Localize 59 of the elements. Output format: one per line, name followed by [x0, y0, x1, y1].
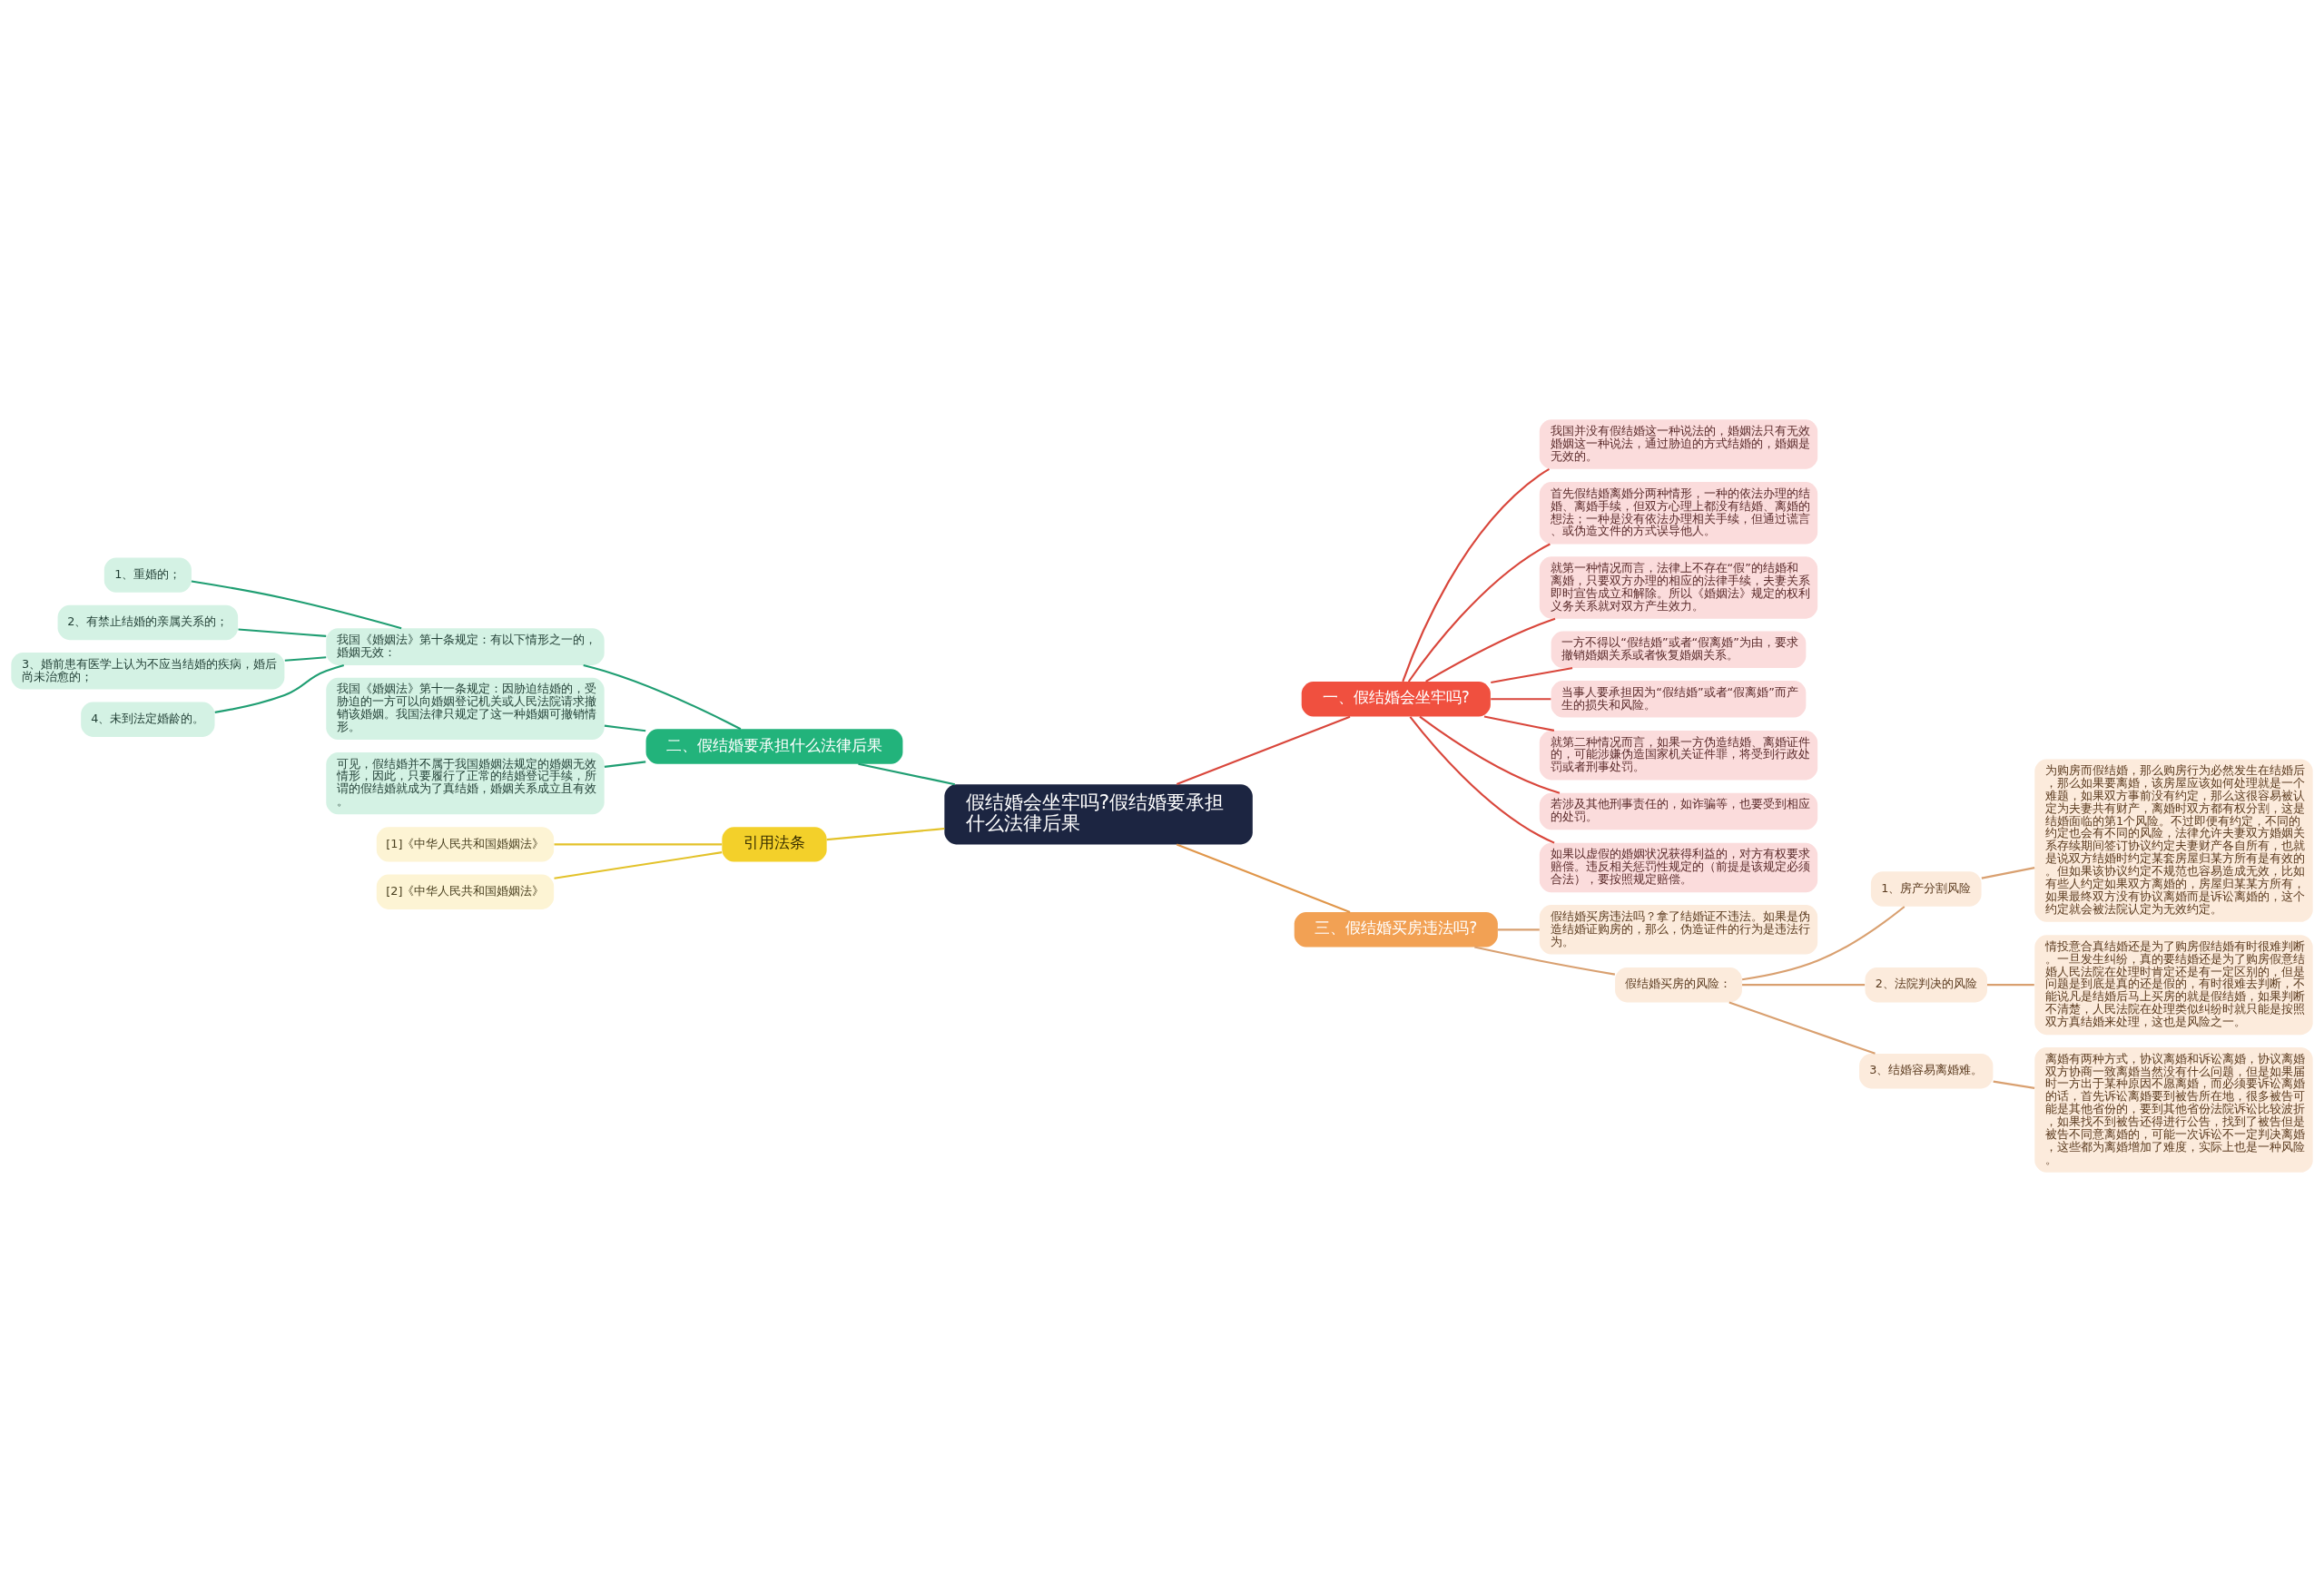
node-box: 我国《婚姻法》第十条规定：有以下情形之一的，婚姻无效： [326, 627, 605, 665]
node-box: 离婚有两种方式，协议离婚和诉讼离婚，协议离婚双方协商一致离婚当然没有什么问题，但是如果届时一方出于某种原因不愿离婚，而必须要诉讼离婚的话，首先诉讼离婚要到被告所在地，很多被告可能是其他省份的，要到其他省份法院诉讼比较波折，如果找不到被告还得进行公告，找到了被告但是被告不同意离婚的，可能一次诉讼不一定判决离婚，这些都为离婚增加了难度，实际上也是一种风险。 [2034, 1046, 2313, 1173]
node-box: 3、婚前患有医学上认为不应当结婚的疾病，婚后尚未治愈的； [11, 652, 285, 690]
connector [1407, 543, 1551, 683]
connector [604, 760, 646, 768]
connector [191, 579, 402, 629]
connector [1402, 467, 1551, 682]
connector [554, 850, 723, 879]
node-box: 4、未到法定婚龄的。 [81, 701, 215, 737]
node-box: 1、重婚的； [103, 556, 192, 593]
connector [238, 627, 327, 637]
node-box: 2、法院判决的风险 [1865, 967, 1987, 1002]
node-box: 引用法条 [722, 826, 827, 862]
connector [826, 827, 945, 840]
node-box: 二、假结婚要承担什么法律后果 [645, 728, 903, 764]
node-box: 就第二种情况而言，如果一方伪造结婚、离婚证件的，可能涉嫌伪造国家机关证件罪，将受到行政处罚或者刑事处罚。 [1539, 730, 1818, 780]
connector [1993, 1080, 2035, 1089]
connector [604, 724, 646, 732]
connector [554, 842, 723, 845]
connector [1425, 617, 1556, 683]
node-box: 2、有禁止结婚的亲属关系的； [57, 604, 239, 640]
node-box: 就第一种情况而言，法律上不存在“假”的结婚和离婚，只要双方办理的相应的法律手续，夫妻关系即时宣告成立和解除。所以《婚姻法》规定的权利义务关系就对双方产生效力。 [1539, 555, 1818, 619]
node-box: [1]《中华人民共和国婚姻法》 [376, 826, 555, 862]
connector [1491, 697, 1551, 700]
node-box: 我国并没有假结婚这一种说法的，婚姻法只有无效婚姻这一种说法，通过胁迫的方式结婚的，婚姻是无效的。 [1539, 418, 1818, 469]
node-box: 假结婚买房违法吗？拿了结婚证不违法。如果是伪造结婚证购房的，那么，伪造证件的行为是违法行为。 [1539, 904, 1818, 955]
node-box: 若涉及其他刑事责任的，如诈骗等，也要受到相应的处罚。 [1539, 792, 1818, 830]
connector [1483, 714, 1555, 732]
node-box: 我国《婚姻法》第十一条规定：因胁迫结婚的，受胁迫的一方可以向婚姻登记机关或人民法院请求撤销该婚姻。我国法律只规定了这一种婚姻可撤销情形。 [326, 677, 605, 740]
node-box: 首先假结婚离婚分两种情形，一种的依法办理的结婚、离婚手续，但双方心理上都没有结婚、离婚的想法；一种是没有依法办理相关手续，但通过谎言、或伪造文件的方式误导他人。 [1539, 481, 1818, 544]
node-box: 一、假结婚会坐牢吗? [1301, 681, 1491, 716]
connector [284, 655, 327, 662]
connector [583, 663, 742, 730]
connector [1728, 1000, 1876, 1055]
connector [1176, 715, 1351, 785]
connector [1419, 715, 1561, 794]
connector [1981, 866, 2035, 879]
connector [1491, 666, 1573, 683]
node-box: 假结婚会坐牢吗?假结婚要承担什么法律后果 [944, 783, 1253, 844]
node-box: 情投意合真结婚还是为了购房假结婚有时很难判断。一旦发生纠纷，真的要结婚还是为了购房假意结婚人民法院在处理时肯定还是有一定区别的，但是问题是到底是真的还是假的，有时很难去判断，不能说凡是结婚后马上买房的就是假结婚，如果判断不清楚，人民法院在处理类似纠纷时就只能是按照双方真结婚来处理，这也是风险之一。 [2034, 934, 2313, 1035]
node-box: 1、房产分割风险 [1870, 870, 1982, 907]
node-box: 三、假结婚买房违法吗? [1294, 911, 1498, 948]
node-box: 假结婚买房的风险： [1615, 967, 1742, 1002]
connector [1176, 843, 1351, 913]
node-box: [2]《中华人民共和国婚姻法》 [376, 873, 555, 909]
connector [1474, 946, 1616, 976]
node-box: 当事人要承担因为“假结婚”或者“假离婚”而产生的损失和风险。 [1551, 680, 1807, 718]
connector [1741, 905, 1905, 980]
node-box: 如果以虚假的婚姻状况获得利益的，对方有权要求赔偿。违反相关惩罚性规定的（前提是该规定必须合法），要按照规定赔偿。 [1539, 842, 1818, 892]
connector [1409, 715, 1555, 844]
connector [214, 663, 345, 713]
node-box: 可见，假结婚并不属于我国婚姻法规定的婚姻无效情形，因此，只要履行了正常的结婚登记手续，所谓的假结婚就成为了真结婚，婚姻关系成立且有效。 [326, 751, 605, 814]
connector [1742, 983, 1866, 986]
connector [858, 762, 956, 785]
node-box: 一方不得以“假结婚”或者“假离婚”为由，要求撤销婚姻关系或者恢复婚姻关系。 [1551, 631, 1807, 668]
node-box: 3、结婚容易离婚难。 [1859, 1053, 1994, 1088]
connector [1498, 928, 1540, 930]
connector [1987, 983, 2034, 986]
node-box: 为购房而假结婚，那么购房行为必然发生在结婚后，那么如果要离婚，该房屋应该如何处理就是一个难题，如果双方事前没有约定，那么这很容易被认定为夫妻共有财产，离婚时双方都有权分割，这是结婚面临的第1个风险。不过即便有约定，不同的约定也会有不同的风险，法律允许夫妻双方婚姻关系存续期间签订协议约定夫妻财产各自所有，也就是说双方结婚时约定某套房屋归某方所有是有效的。但如果该协议约定不规范也容易造成无效，比如有些人约定如果双方离婚的，房屋归某某方所有，如果最终双方没有协议离婚而是诉讼离婚的，这个约定就会被法院认定为无效约定。 [2034, 758, 2313, 922]
